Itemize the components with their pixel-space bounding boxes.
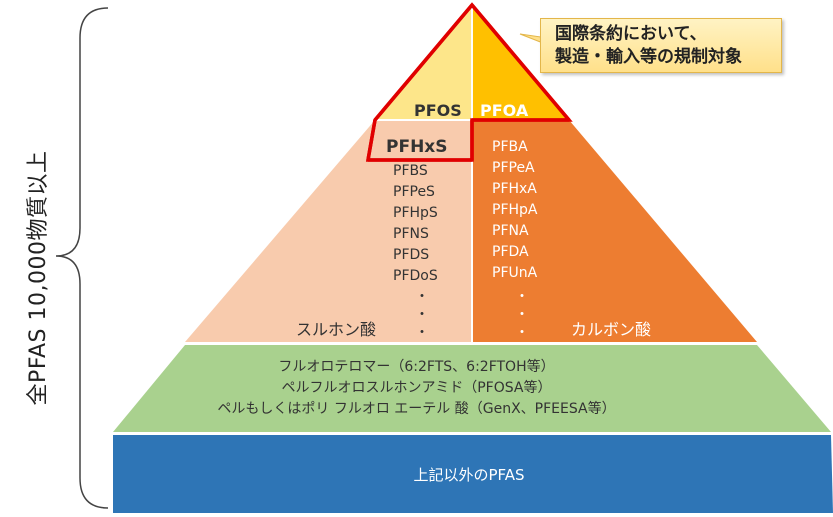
ether-acid-line: ペルもしくはポリ フルオロ エーテル 酸（GenX、PFEESA等）	[217, 401, 616, 417]
carboxylic-item: PFBA	[492, 139, 528, 155]
fluorotelomer-line: フルオロテロマー（6:2FTS、6:2FTOH等）	[278, 359, 555, 375]
middle-tier	[113, 345, 831, 432]
sulfonic-ellipsis: ・・・	[415, 289, 429, 341]
sulfonic-item: PFHpS	[393, 205, 438, 221]
sulfonic-label: スルホン酸	[296, 320, 377, 339]
regulation-callout: 国際条約において、 製造・輸入等の規制対象	[540, 18, 782, 73]
pfoa-label: PFOA	[480, 101, 529, 120]
other-pfas-label: 上記以外のPFAS	[413, 466, 525, 484]
carboxylic-ellipsis: ・・・	[515, 289, 529, 341]
carboxylic-item: PFHpA	[492, 202, 538, 218]
carboxylic-item: PFUnA	[492, 265, 538, 281]
callout-line-1: 国際条約において、	[555, 24, 707, 44]
carboxylic-region	[472, 120, 757, 342]
sulfonic-item: PFDS	[393, 247, 430, 263]
carboxylic-item: PFNA	[492, 223, 529, 239]
total-pfas-label: 全PFAS 10,000物質以上	[6, 151, 66, 406]
pfhxs-label: PFHxS	[386, 137, 448, 157]
pfos-label: PFOS	[414, 101, 462, 120]
carboxylic-list: PFBA PFPeA PFHxA PFHpA PFNA PFDA PFUnA	[492, 137, 538, 284]
sulfonic-item: PFBS	[393, 163, 428, 179]
brace	[55, 7, 109, 509]
sulfonic-region	[185, 120, 472, 342]
carboxylic-label: カルボン酸	[571, 320, 652, 339]
bottom-tier	[113, 435, 833, 513]
middle-tier-text: フルオロテロマー（6:2FTS、6:2FTOH等） ペルフルオロスルホンアミド（…	[0, 357, 833, 420]
callout-line-2: 製造・輸入等の規制対象	[555, 47, 742, 67]
sulfonic-list: PFBS PFPeS PFHpS PFNS PFDS PFDoS	[393, 161, 438, 287]
carboxylic-item: PFHxA	[492, 181, 537, 197]
carboxylic-item: PFPeA	[492, 160, 535, 176]
sulfonic-item: PFDoS	[393, 268, 438, 284]
sulfonamide-line: ペルフルオロスルホンアミド（PFOSA等）	[281, 380, 552, 396]
carboxylic-item: PFDA	[492, 244, 529, 260]
sulfonic-item: PFNS	[393, 226, 429, 242]
sulfonic-item: PFPeS	[393, 184, 435, 200]
